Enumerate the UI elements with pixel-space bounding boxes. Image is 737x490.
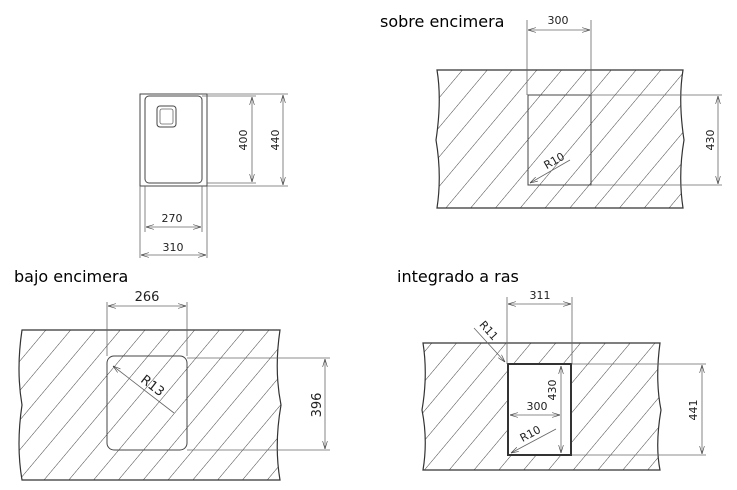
- dim-width: 300: [548, 14, 569, 27]
- title-integrado-a-ras: integrado a ras: [397, 267, 519, 286]
- dim-outer-width: 310: [163, 241, 184, 254]
- dim-width: 266: [135, 290, 160, 305]
- countertop: [435, 69, 685, 209]
- basin-outline: [144, 95, 203, 184]
- title-bajo-encimera: bajo encimera: [14, 267, 128, 286]
- dim-inner-width: 270: [162, 212, 183, 225]
- dim-radius-outer: R11: [477, 318, 501, 343]
- integrado-a-ras-view: integrado a ras 311 300 430 441 R10 R11: [397, 267, 706, 471]
- cutout: [527, 94, 592, 186]
- cutout: [106, 355, 188, 451]
- dim-outer-width: 311: [530, 289, 551, 302]
- dim-outer-height: 440: [269, 130, 282, 151]
- dim-inner-height: 430: [546, 380, 559, 401]
- title-sobre-encimera: sobre encimera: [380, 12, 504, 31]
- dim-height: 430: [704, 130, 717, 151]
- sobre-encimera-view: sobre encimera 300 430 R10: [380, 12, 722, 209]
- top-view: 400 440 270 310: [139, 93, 288, 258]
- drain-icon: [156, 105, 177, 128]
- dim-inner-height: 400: [237, 130, 250, 151]
- dim-inner-width: 300: [527, 400, 548, 413]
- drain-inner: [159, 108, 174, 125]
- dim-outer-height: 441: [687, 400, 700, 421]
- bajo-encimera-view: bajo encimera 266 396 R13: [14, 267, 330, 481]
- outer-outline: [139, 93, 208, 187]
- dim-height: 396: [310, 393, 325, 418]
- countertop: [18, 329, 282, 481]
